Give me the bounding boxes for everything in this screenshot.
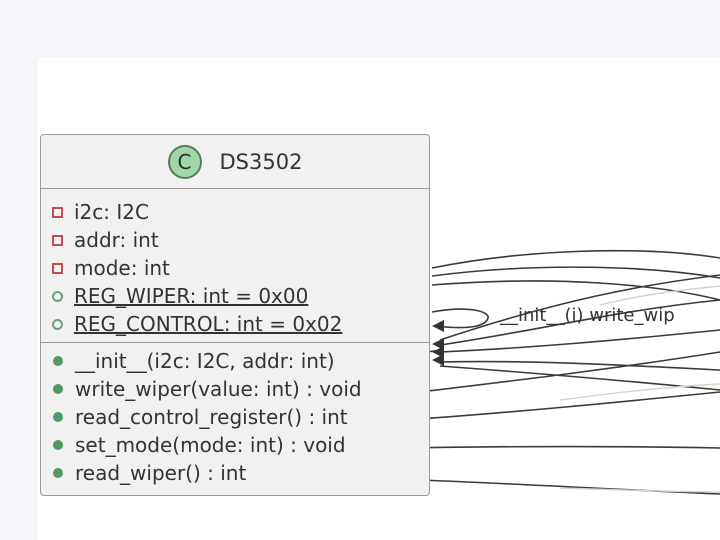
field-row: i2c: I2C <box>51 198 429 226</box>
edge-return-1 <box>439 274 720 341</box>
public-visibility-icon <box>52 318 63 330</box>
method-text: read_control_register() : int <box>75 405 348 429</box>
edge-return-3 <box>439 329 720 353</box>
arrowhead-4 <box>432 354 444 366</box>
arrowhead-3 <box>432 346 444 358</box>
private-visibility-icon <box>52 234 63 246</box>
method-row: read_wiper() : int <box>51 459 429 487</box>
field-row: mode: int <box>51 254 429 282</box>
method-text: read_wiper() : int <box>75 461 247 485</box>
field-text: addr: int <box>74 228 159 252</box>
method-row: set_mode(mode: int) : void <box>51 431 429 459</box>
class-header: C DS3502 <box>41 135 429 189</box>
field-text: mode: int <box>74 256 170 280</box>
edge-faint-1 <box>599 285 720 306</box>
edge-set-mode <box>401 445 720 449</box>
class-box-ds3502[interactable]: C DS3502 i2c: I2C addr: int mode: int RE… <box>40 134 430 496</box>
edge-return-2 <box>439 299 720 346</box>
arrowhead-2 <box>432 338 444 350</box>
edge-out-1 <box>431 249 720 269</box>
edge-write-wiper <box>419 351 720 393</box>
private-visibility-icon <box>52 262 63 274</box>
public-method-icon <box>53 384 63 394</box>
field-text: i2c: I2C <box>74 200 149 224</box>
public-method-icon <box>53 412 63 422</box>
field-row: addr: int <box>51 226 429 254</box>
edge-out-2 <box>431 266 720 279</box>
edge-self-loop <box>431 308 489 329</box>
public-method-icon <box>53 356 63 366</box>
edge-read-control <box>405 391 720 421</box>
public-visibility-icon <box>52 290 63 302</box>
method-row: __init__(i2c: I2C, addr: int) <box>51 347 429 375</box>
method-row: write_wiper(value: int) : void <box>51 375 429 403</box>
method-text: set_mode(mode: int) : void <box>75 433 346 457</box>
class-stereotype-icon: C <box>167 144 202 179</box>
edge-out-3 <box>431 280 720 301</box>
edge-label: __init__(i) write_wip <box>500 305 675 326</box>
methods-compartment: __init__(i2c: I2C, addr: int) write_wipe… <box>41 343 429 493</box>
private-visibility-icon <box>52 206 63 218</box>
method-text: __init__(i2c: I2C, addr: int) <box>75 349 335 373</box>
public-method-icon <box>53 468 63 478</box>
public-method-icon <box>53 440 63 450</box>
edge-faint-3 <box>559 487 720 493</box>
arrowhead-1 <box>432 320 444 332</box>
field-row: REG_CONTROL: int = 0x02 <box>51 310 429 338</box>
edge-return-4 <box>439 360 720 371</box>
edge-faint-2 <box>559 383 720 401</box>
fields-compartment: i2c: I2C addr: int mode: int REG_WIPER: … <box>41 189 429 343</box>
method-text: write_wiper(value: int) : void <box>75 377 362 401</box>
field-row: REG_WIPER: int = 0x00 <box>51 282 429 310</box>
static-field-text: REG_WIPER: int = 0x00 <box>74 284 309 308</box>
method-row: read_control_register() : int <box>51 403 429 431</box>
static-field-text: REG_CONTROL: int = 0x02 <box>74 312 343 336</box>
class-name: DS3502 <box>219 149 303 174</box>
